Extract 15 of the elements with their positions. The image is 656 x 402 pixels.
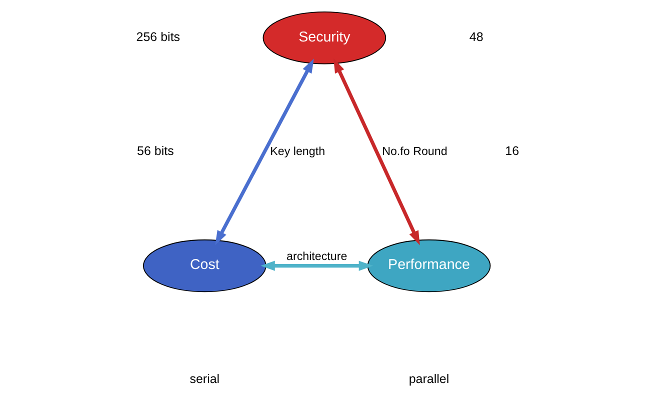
label: 256 bits bbox=[136, 30, 180, 44]
label: 48 bbox=[469, 30, 484, 44]
edge-label: No.fo Round bbox=[382, 144, 448, 158]
arrow bbox=[334, 58, 420, 246]
edge-label: Key length bbox=[270, 144, 326, 158]
edge-label: architecture bbox=[286, 250, 348, 263]
label: 56 bits bbox=[137, 144, 174, 158]
label: 16 bbox=[505, 144, 520, 158]
node-ellipse: Performance bbox=[367, 239, 491, 292]
label: parallel bbox=[408, 372, 450, 386]
node-ellipse: Cost bbox=[142, 239, 266, 292]
arrow bbox=[260, 260, 374, 271]
label: serial bbox=[190, 372, 220, 386]
arrow bbox=[215, 58, 314, 246]
node-ellipse: Security bbox=[262, 12, 386, 64]
